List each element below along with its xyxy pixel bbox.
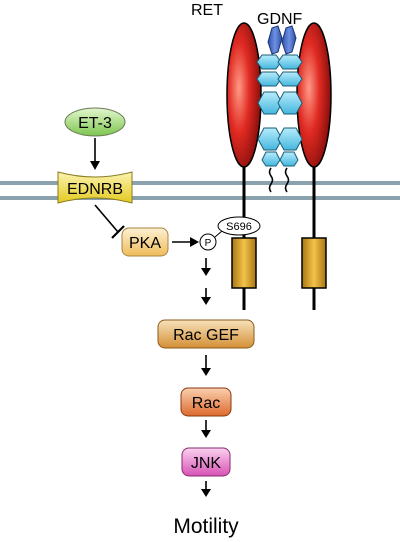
phospho-connector bbox=[214, 230, 223, 238]
racgef-node bbox=[157, 319, 255, 349]
arrow-racgef-rac-head bbox=[201, 368, 211, 376]
gfra-coreceptor bbox=[256, 54, 303, 167]
arrow-pka-phospho-head bbox=[190, 237, 199, 247]
inhibition-ednrb-pka bbox=[94, 204, 125, 239]
ret-kinase-domain-right bbox=[301, 237, 327, 289]
ret-extracellular-left bbox=[226, 22, 262, 168]
ret-label: RET bbox=[191, 2, 223, 19]
rac-node bbox=[180, 387, 232, 417]
ednrb-label: EDNRB bbox=[67, 181, 123, 198]
ednrb-node bbox=[57, 171, 133, 204]
phospho-label: P bbox=[205, 238, 212, 249]
s696-label: S696 bbox=[226, 221, 252, 233]
arrow-rac-jnk-head bbox=[201, 430, 211, 438]
phospho-circle bbox=[199, 233, 217, 251]
et3-node bbox=[64, 107, 126, 137]
gdnf-ligand bbox=[267, 25, 297, 55]
motility-label: Motility bbox=[173, 515, 239, 538]
arrow-phospho-racgef bbox=[201, 258, 211, 305]
jnk-label: JNK bbox=[191, 455, 222, 472]
pka-label: PKA bbox=[129, 235, 161, 252]
pka-node bbox=[121, 227, 169, 257]
gdnf-label: GDNF bbox=[257, 11, 303, 28]
jnk-node bbox=[181, 447, 231, 477]
arrow-jnk-motility-head bbox=[201, 489, 211, 497]
ret-extracellular-right bbox=[296, 22, 332, 168]
et3-label: ET-3 bbox=[78, 115, 112, 132]
ret-kinase-domain-left bbox=[231, 237, 257, 289]
arrow-et3-ednrb-head bbox=[90, 161, 100, 170]
rac-label: Rac bbox=[192, 395, 220, 412]
racgef-label: Rac GEF bbox=[173, 327, 239, 344]
s696-site bbox=[217, 216, 261, 236]
cell-membrane bbox=[0, 181, 400, 200]
